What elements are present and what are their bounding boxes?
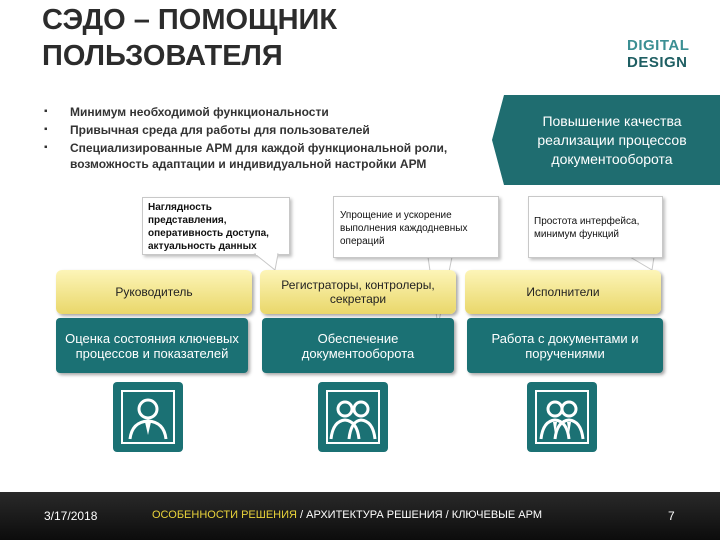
role-executors: Исполнители	[465, 270, 661, 314]
footer-bar: 3/17/2018 ОСОБЕННОСТИ РЕШЕНИЯ / АРХИТЕКТ…	[0, 492, 720, 540]
footer-navigation: ОСОБЕННОСТИ РЕШЕНИЯ / АРХИТЕКТУРА РЕШЕНИ…	[152, 509, 542, 521]
bullet-icon: ▪	[44, 124, 48, 135]
callout-text: Простота интерфейса, минимум функций	[534, 216, 640, 240]
group-icon	[318, 382, 388, 452]
bullet-item: ▪ Специализированные АРМ для каждой функц…	[44, 140, 454, 172]
task-registrars: Обеспечение документооборота	[262, 318, 454, 373]
bullet-text: Специализированные АРМ для каждой функци…	[70, 141, 448, 171]
page-number: 7	[668, 509, 675, 523]
callout-bubble-registrars: Упрощение и ускорение выполнения каждодн…	[333, 196, 499, 258]
goal-banner: Повышение качества реализации процессов …	[492, 95, 720, 185]
nav-separator: /	[296, 509, 307, 521]
bullet-item: ▪ Минимум необходимой функциональности	[44, 104, 454, 120]
footer-date: 3/17/2018	[44, 509, 98, 523]
role-registrars: Регистраторы, контролеры, секретари	[260, 270, 456, 314]
logo-line-1: DIGITAL	[627, 37, 690, 54]
nav-separator: /	[442, 509, 452, 521]
logo-line-2: DESIGN	[627, 54, 688, 71]
callout-bubble-executors: Простота интерфейса, минимум функций	[528, 196, 663, 258]
nav-item-key-arm[interactable]: КЛЮЧЕВЫЕ АРМ	[451, 509, 543, 521]
bullet-text: Привычная среда для работы для пользоват…	[70, 123, 370, 137]
nav-item-solution-features[interactable]: ОСОБЕННОСТИ РЕШЕНИЯ	[152, 509, 297, 521]
bullet-icon: ▪	[44, 106, 48, 117]
role-manager: Руководитель	[56, 270, 252, 314]
callout-text: Упрощение и ускорение выполнения каждодн…	[340, 210, 468, 247]
digital-design-logo: DIGITAL DESIGN	[627, 37, 699, 71]
bullet-item: ▪ Привычная среда для работы для пользова…	[44, 122, 454, 138]
page-title: СЭДО – ПОМОЩНИК ПОЛЬЗОВАТЕЛЯ	[42, 4, 338, 72]
callout-bubble-manager: Наглядность представления, оперативность…	[142, 197, 290, 255]
callout-tail-1	[253, 253, 279, 271]
executors-icon	[527, 382, 597, 452]
callout-tail-3	[628, 256, 655, 271]
bullet-list: ▪ Минимум необходимой функциональности ▪ П…	[44, 104, 454, 174]
task-executors: Работа с документами и поручениями	[467, 318, 663, 373]
manager-icon	[113, 382, 183, 452]
bullet-icon: ▪	[44, 142, 48, 153]
nav-item-architecture[interactable]: АРХИТЕКТУРА РЕШЕНИЯ	[306, 509, 443, 521]
task-manager: Оценка состояния ключевых процессов и по…	[56, 318, 248, 373]
bullet-text: Минимум необходимой функциональности	[70, 105, 329, 119]
callout-text: Наглядность представления, оперативность…	[148, 202, 269, 252]
